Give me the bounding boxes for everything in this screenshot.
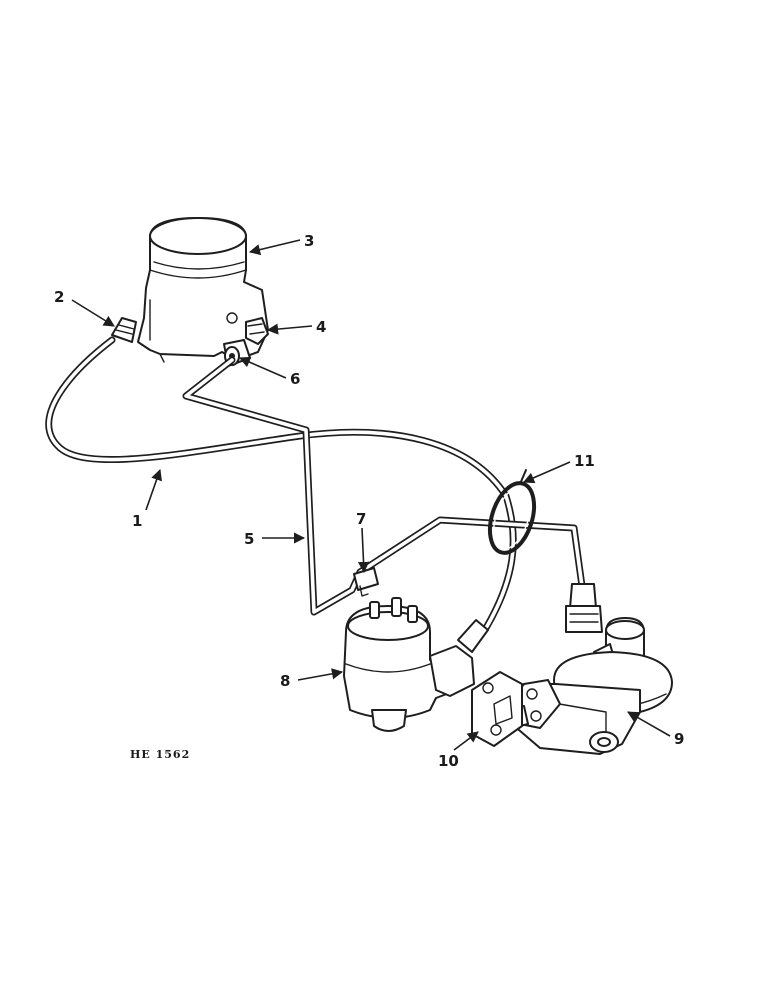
callout-5: 5	[244, 530, 254, 548]
callout-3: 3	[304, 232, 314, 250]
tube-lines	[45, 336, 586, 632]
drawing-code: HE 1562	[130, 748, 190, 761]
fuel-pump	[499, 583, 673, 755]
carburetor-body	[137, 217, 269, 363]
callout-11: 11	[574, 452, 595, 470]
callout-7: 7	[356, 510, 366, 528]
elbow-fitting	[245, 317, 269, 345]
callout-10: 10	[438, 752, 459, 770]
callout-8: 8	[280, 672, 290, 690]
callouts: 3 2 4 6 1 5 7 11 8 10 9	[54, 232, 684, 770]
callout-9: 9	[674, 730, 684, 748]
callout-6: 6	[290, 370, 300, 388]
callout-2: 2	[54, 288, 64, 306]
callout-4: 4	[316, 318, 326, 336]
line-clip	[353, 567, 379, 597]
distributor	[343, 597, 489, 732]
leader-lines	[71, 239, 671, 751]
callout-1: 1	[132, 512, 142, 530]
pump-gasket	[471, 671, 523, 747]
inlet-fitting	[111, 317, 137, 343]
